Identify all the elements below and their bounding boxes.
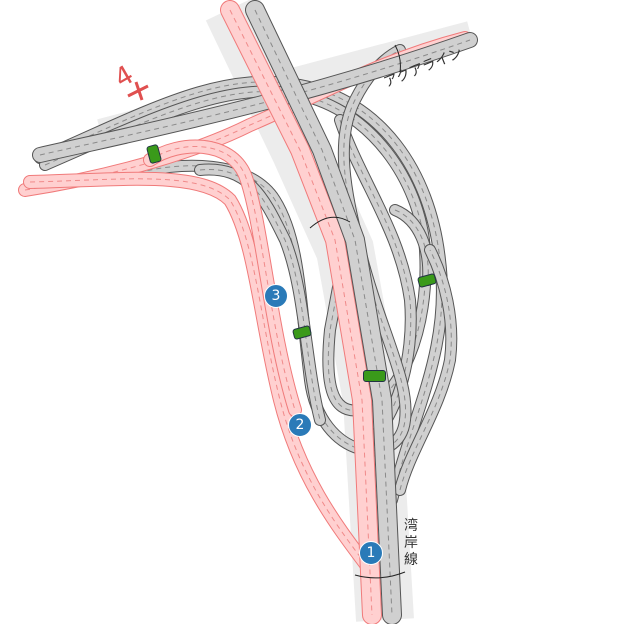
junction-marker-2[interactable]: 2 <box>288 413 312 437</box>
gray-ramp <box>34 75 448 506</box>
junction-marker-3[interactable]: 3 <box>264 284 288 308</box>
toll-gate-icon <box>363 370 386 382</box>
gray-ramp <box>389 204 435 286</box>
wangan-outbound <box>245 0 402 624</box>
boundary-tick <box>309 44 406 579</box>
junction-marker-1[interactable]: 1 <box>359 541 383 565</box>
pink-ramp <box>143 139 302 417</box>
gray-ramp <box>334 114 417 446</box>
gray-ramp <box>39 85 432 417</box>
route-4-cross-icon <box>127 81 149 101</box>
gray-ramp <box>124 44 412 457</box>
wangan-inbound <box>220 0 382 624</box>
gray-ramp <box>394 244 458 496</box>
pink-ramp <box>23 171 377 577</box>
wangan-line-label: 湾岸線 <box>404 518 418 568</box>
aqualine-mainline <box>32 32 478 163</box>
